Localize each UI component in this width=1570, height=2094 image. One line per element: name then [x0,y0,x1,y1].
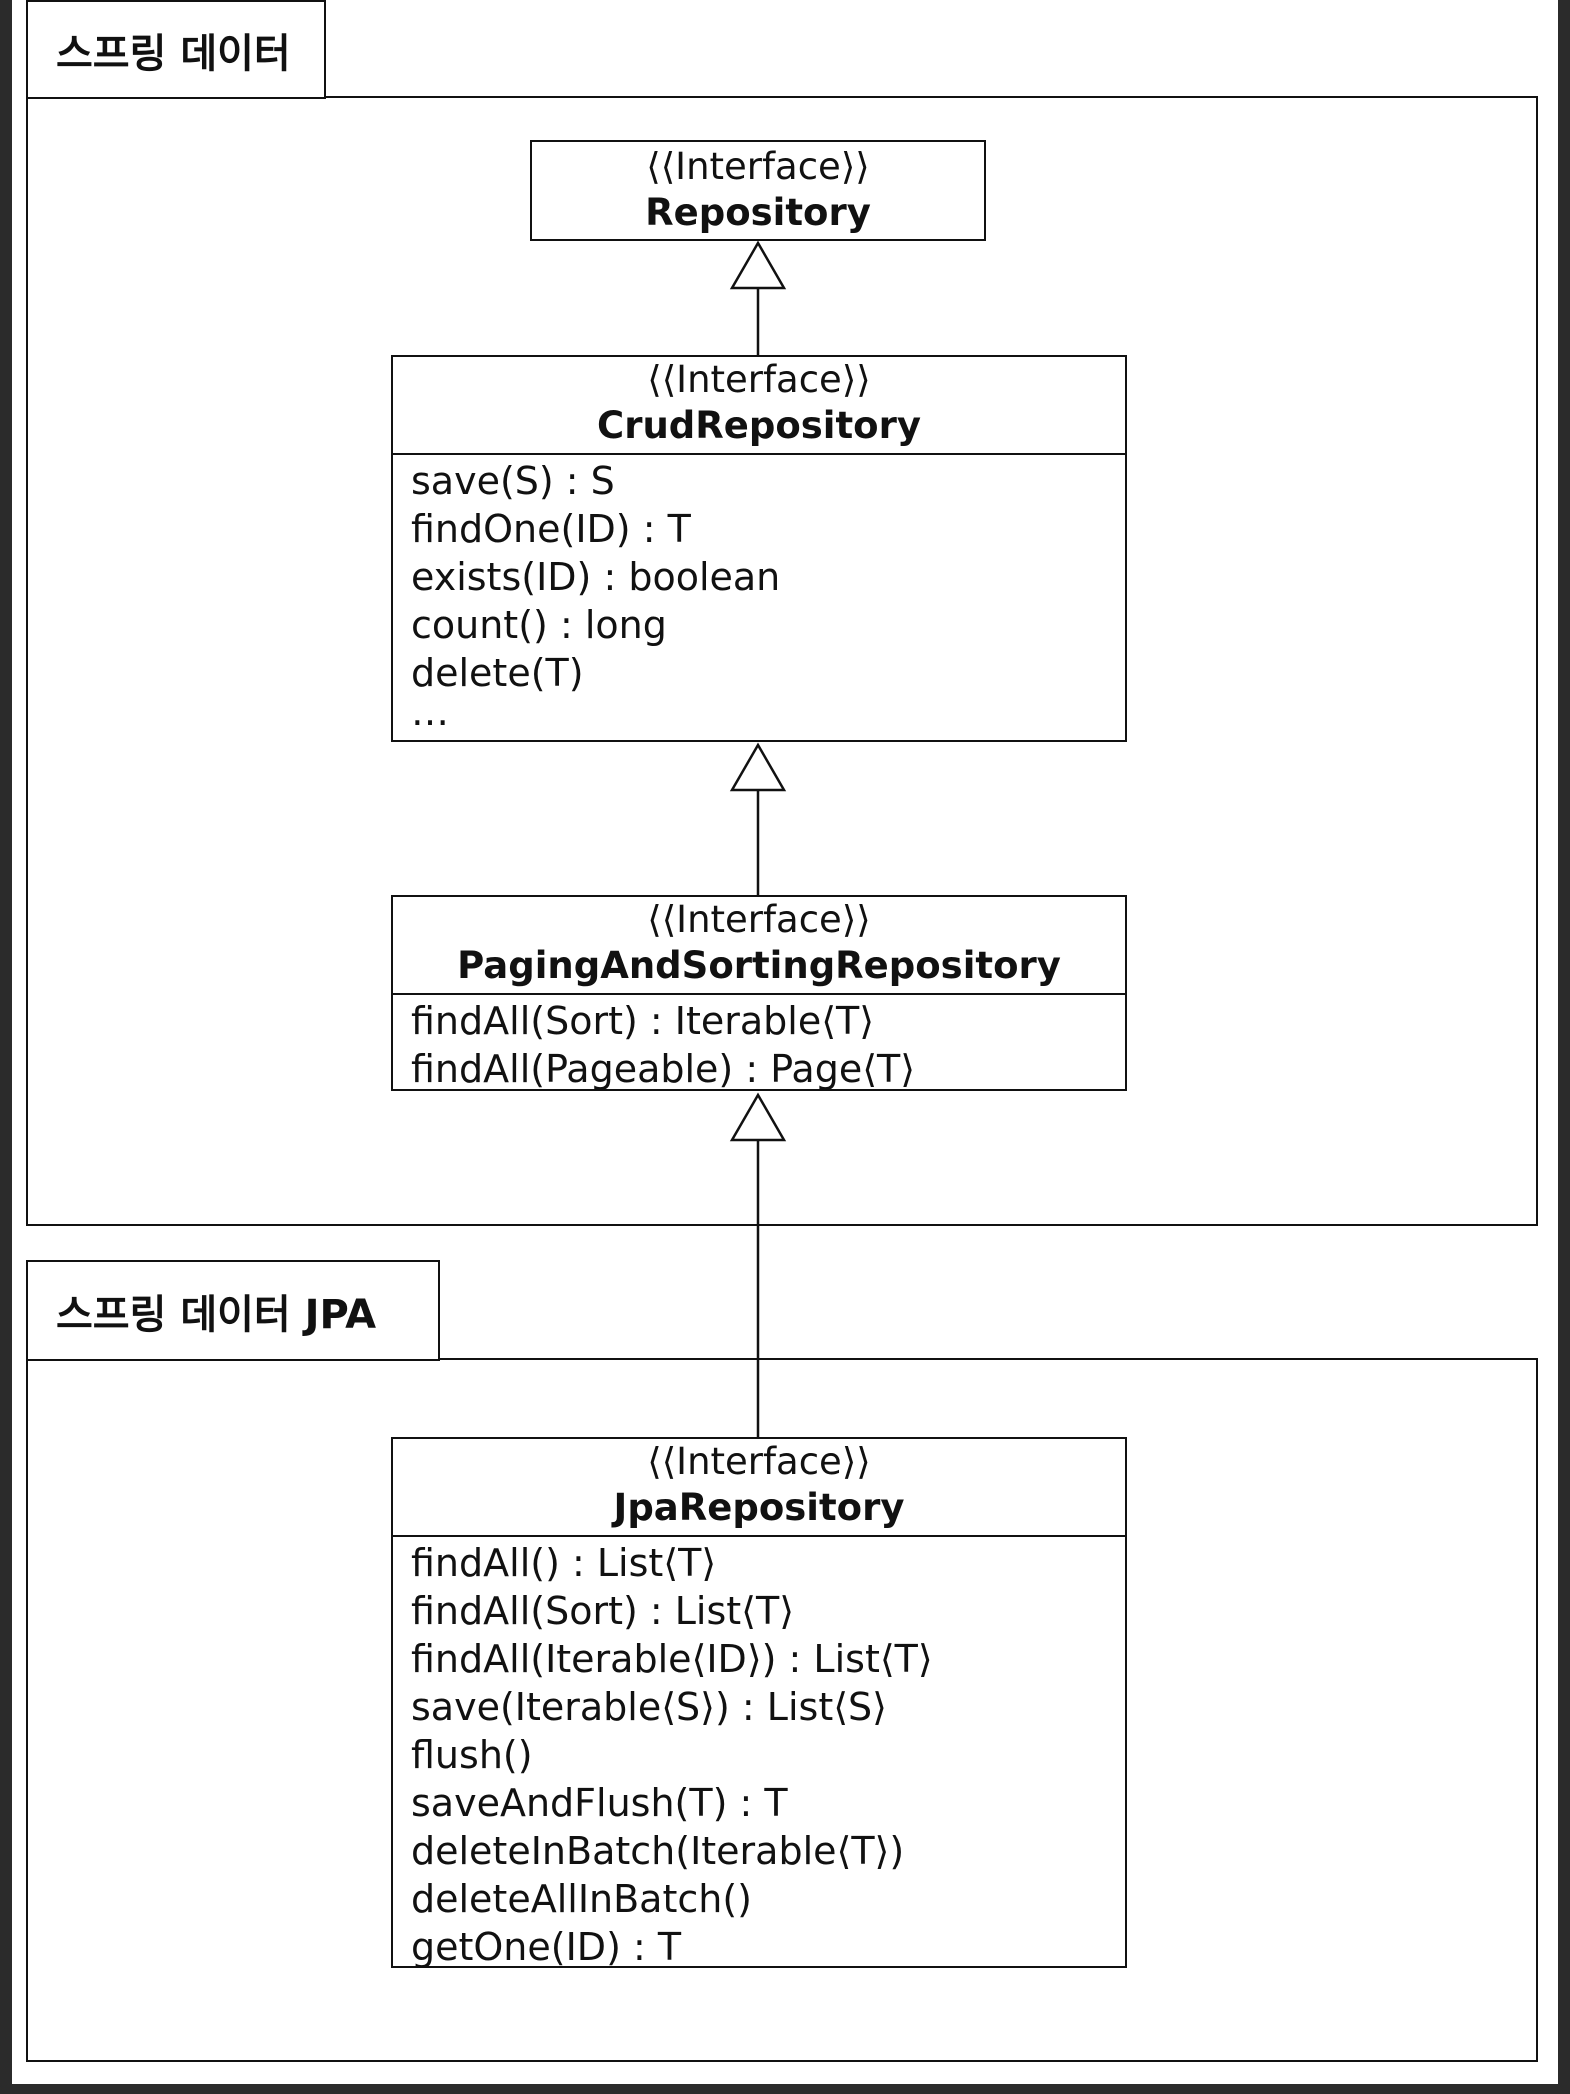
method-item: exists(ID) : boolean [411,555,781,599]
paging-repository-methods: findAll(Sort) : Iterable⟨T⟩ findAll(Page… [393,993,1125,1093]
crud-repository-header: ⟨⟨Interface⟩⟩ CrudRepository [393,357,1125,453]
crud-repository-interface: ⟨⟨Interface⟩⟩ CrudRepository save(S) : S… [391,355,1127,742]
method-item: … [411,690,449,734]
crud-repository-methods: save(S) : S findOne(ID) : T exists(ID) :… [393,453,1125,734]
jpa-to-paging-arrowhead [729,1092,787,1142]
method-item: getOne(ID) : T [411,1925,682,1969]
paging-and-sorting-repository-interface: ⟨⟨Interface⟩⟩ PagingAndSortingRepository… [391,895,1127,1091]
repository-stereotype: ⟨⟨Interface⟩⟩ [646,145,870,188]
jpa-repository-stereotype: ⟨⟨Interface⟩⟩ [647,1440,871,1483]
jpa-repository-name: JpaRepository [613,1486,905,1529]
spring-data-frame-label: 스프링 데이터 [26,0,326,99]
spring-data-frame [26,96,1538,1226]
method-item: save(Iterable⟨S⟩) : List⟨S⟩ [411,1685,887,1729]
jpa-repository-interface: ⟨⟨Interface⟩⟩ JpaRepository findAll() : … [391,1437,1127,1971]
method-item: deleteInBatch(Iterable⟨T⟩) [411,1829,905,1873]
crud-repository-stereotype: ⟨⟨Interface⟩⟩ [647,358,871,401]
repository-header: ⟨⟨Interface⟩⟩ Repository [532,142,984,236]
method-item: save(S) : S [411,459,615,503]
generalization-arrows [729,240,787,1437]
method-item: findAll(Pageable) : Page⟨T⟩ [411,1047,916,1091]
paging-repository-stereotype: ⟨⟨Interface⟩⟩ [647,898,871,941]
diagram-canvas: 스프링 데이터 스프링 데이터 JPA ⟨⟨Interface⟩⟩ Reposi… [12,0,1558,2084]
repository-interface: ⟨⟨Interface⟩⟩ Repository [530,140,986,241]
method-item: flush() [411,1733,533,1777]
method-item: count() : long [411,603,667,647]
jpa-repository-header: ⟨⟨Interface⟩⟩ JpaRepository [393,1439,1125,1535]
method-item: findAll(Sort) : Iterable⟨T⟩ [411,999,875,1043]
method-item: saveAndFlush(T) : T [411,1781,788,1825]
repository-name: Repository [645,191,871,234]
spring-data-jpa-label-text: 스프링 데이터 JPA [56,1291,377,1338]
method-item: findAll(Iterable⟨ID⟩) : List⟨T⟩ [411,1637,933,1681]
method-item: findAll() : List⟨T⟩ [411,1541,717,1585]
method-item: delete(T) [411,651,584,695]
crud-to-repository-arrowhead [729,240,787,290]
method-item: deleteAllInBatch() [411,1877,752,1921]
paging-repository-name: PagingAndSortingRepository [457,944,1061,987]
spring-data-jpa-frame-label: 스프링 데이터 JPA [26,1260,440,1361]
jpa-repository-methods: findAll() : List⟨T⟩ findAll(Sort) : List… [393,1535,1125,1971]
paging-repository-header: ⟨⟨Interface⟩⟩ PagingAndSortingRepository [393,897,1125,993]
crud-repository-name: CrudRepository [597,404,921,447]
spring-data-jpa-frame [26,1358,1538,2062]
method-item: findAll(Sort) : List⟨T⟩ [411,1589,795,1633]
spring-data-label-text: 스프링 데이터 [56,30,291,77]
method-item: findOne(ID) : T [411,507,691,551]
paging-to-crud-arrowhead [729,742,787,792]
